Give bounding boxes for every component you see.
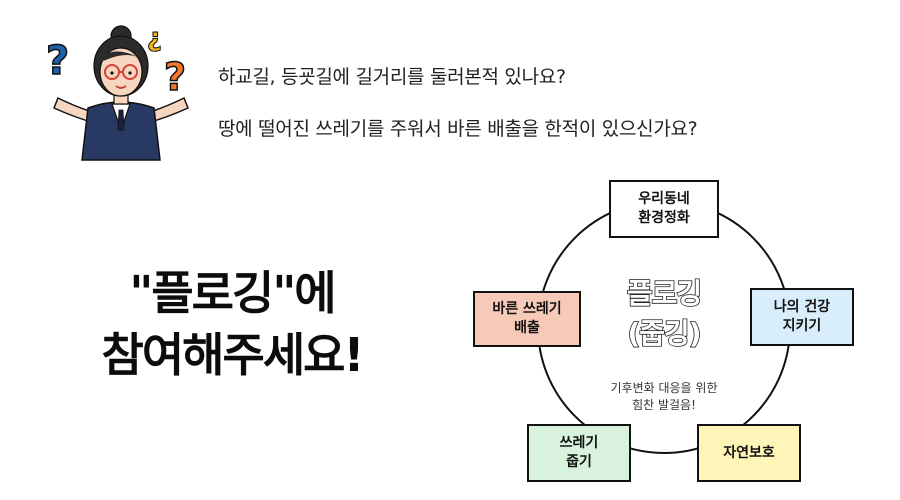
svg-text:?: ?	[147, 25, 162, 55]
question-line: 하교길, 등굣길에 길거리를 둘러본적 있나요?	[218, 66, 566, 88]
thinking-woman-illustration: ? ? ?	[45, 25, 189, 161]
cycle-node-label: 우리동네 환경정화	[638, 191, 690, 226]
cycle-center-title-line: (줍깅)	[627, 316, 703, 351]
cycle-node-proper-disposal: 바른 쓰레기 배출	[473, 291, 581, 347]
svg-text:?: ?	[164, 55, 186, 99]
cycle-center-caption-line: 힘찬 발걸음!	[632, 398, 696, 412]
cycle-center-title-line: 플로깅	[626, 276, 703, 311]
question-mark-icon: ?	[45, 37, 70, 85]
cycle-node-label: 나의 건강 지키기	[773, 299, 831, 334]
cycle-node-label: 바른 쓰레기 배출	[492, 301, 562, 336]
headline-line: 참여해주세요!	[101, 328, 365, 382]
question-line: 땅에 떨어진 쓰레기를 주워서 바른 배출을 한적이 있으신가요?	[218, 118, 698, 140]
cycle-node-label: 자연보호	[723, 444, 775, 461]
headline: "플로깅"에 참여해주세요!	[52, 262, 412, 386]
cycle-center-caption: 기후변화 대응을 위한 힘찬 발걸음!	[582, 380, 746, 414]
cycle-node-health: 나의 건강 지키기	[750, 288, 854, 346]
cycle-center-title: 플로깅 (줍깅)	[604, 274, 724, 354]
question-mark-icon: ?	[146, 25, 162, 56]
cycle-center-caption-line: 기후변화 대응을 위한	[610, 381, 718, 395]
cycle-node-label: 쓰레기 줍기	[559, 435, 599, 470]
cycle-node-nature-protection: 자연보호	[697, 424, 801, 482]
svg-text:?: ?	[46, 38, 69, 84]
question-mark-icon: ?	[163, 54, 187, 100]
headline-line: "플로깅"에	[129, 266, 336, 320]
cycle-node-picking-trash: 쓰레기 줍기	[527, 424, 631, 482]
cycle-node-neighborhood-cleanup: 우리동네 환경정화	[609, 180, 719, 238]
